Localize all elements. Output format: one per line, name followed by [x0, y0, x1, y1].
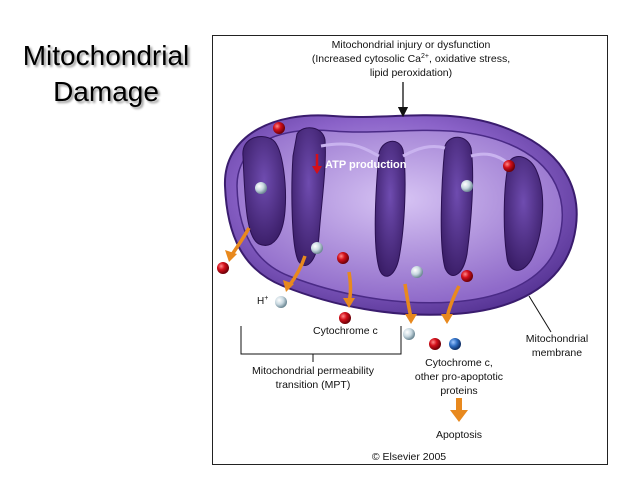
apoptosis-label: Apoptosis	[436, 429, 482, 441]
atp-indicator: ATP production	[312, 154, 407, 174]
white-particle	[311, 242, 323, 254]
title-line-2: Damage	[53, 76, 159, 107]
membrane-pointer	[528, 295, 552, 333]
red-particle-released	[217, 262, 229, 274]
proapoptotic-line3: proteins	[440, 385, 477, 397]
proapoptotic-line1: Cytochrome c,	[425, 357, 493, 369]
crista-3	[374, 140, 406, 277]
injury-label-line2: (Increased cytosolic Ca2+, oxidative str…	[312, 53, 510, 65]
white-particle	[461, 180, 473, 192]
release-arrowheads	[225, 250, 453, 324]
white-particle-released	[275, 296, 287, 308]
apoptosis-arrow-shaft	[456, 398, 462, 412]
proapoptotic-line2: other pro-apoptotic	[415, 371, 503, 383]
red-particle	[337, 252, 349, 264]
white-particle	[411, 266, 423, 278]
red-particle-released	[429, 338, 441, 350]
white-particle	[255, 182, 267, 194]
mpt-label-line1: Mitochondrial permeability	[252, 365, 375, 377]
mpt-label-line2: transition (MPT)	[276, 379, 351, 391]
membrane-label-line2: membrane	[532, 347, 582, 359]
arrowhead-icon	[441, 314, 453, 324]
mitochondria-diagram: Mitochondrial injury or dysfunction (Inc…	[217, 39, 588, 463]
title-line-1: Mitochondrial	[22, 40, 190, 71]
crista-4	[440, 136, 474, 277]
mpt-bracket	[240, 326, 402, 355]
red-particle	[503, 160, 515, 172]
crista-5	[503, 156, 544, 271]
injury-label-line1: Mitochondrial injury or dysfunction	[332, 39, 491, 51]
red-particle	[273, 122, 285, 134]
copyright-label: © Elsevier 2005	[372, 451, 446, 463]
cytochrome-label: Cytochrome c	[313, 325, 378, 337]
red-particle	[461, 270, 473, 282]
fold-line	[402, 144, 446, 158]
white-particle-released	[403, 328, 415, 340]
h-plus-label: H+	[257, 295, 268, 307]
slide-title: Mitochondrial Damage	[6, 38, 206, 110]
red-particle-released	[339, 312, 351, 324]
arrowhead-icon	[283, 280, 294, 292]
arrowhead-icon	[343, 298, 355, 308]
release-arrow	[347, 271, 353, 303]
injury-label-line3: lipid peroxidation)	[370, 67, 452, 79]
arrowhead-icon	[225, 250, 237, 262]
fold-line	[320, 142, 380, 158]
mitochondria-figure: Mitochondrial injury or dysfunction (Inc…	[212, 35, 608, 465]
apoptosis-arrow-head-icon	[450, 410, 468, 422]
atp-label: ATP production	[325, 159, 407, 171]
blue-particle-released	[449, 338, 461, 350]
mitochondrion	[223, 114, 578, 316]
arrowhead-icon	[405, 314, 417, 324]
membrane-label-line1: Mitochondrial	[526, 333, 588, 345]
down-arrow-head-icon	[312, 166, 322, 174]
